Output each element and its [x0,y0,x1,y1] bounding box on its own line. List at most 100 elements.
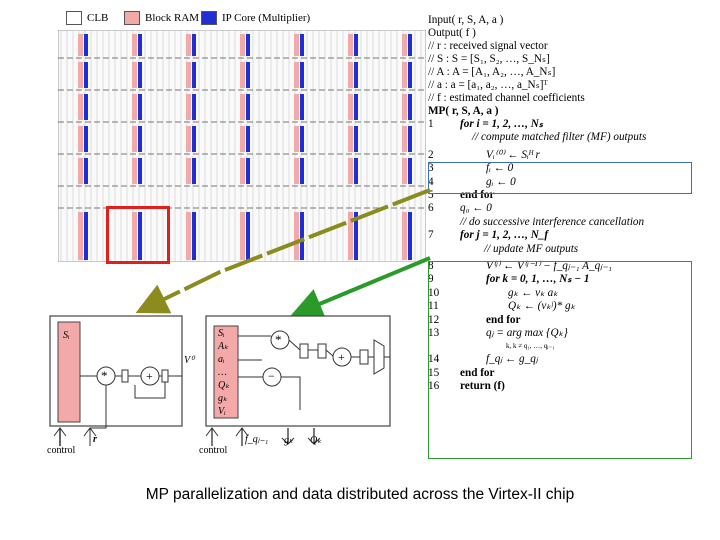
block-ram-cell [78,94,83,120]
line-text: Vᵢ⁽⁰⁾ ← Sᵢᴴ r [486,148,540,161]
hw-right-multiplier: * [275,332,282,347]
line-number: 6 [428,202,434,215]
hw-left-r-label: r [93,434,97,445]
multiplier-cell [84,62,88,88]
block-ram-cell [294,212,299,260]
block-ram-cell [78,126,83,152]
line-number: 14 [428,353,440,366]
multiplier-cell [354,212,358,260]
block-ram-cell [348,62,353,88]
multiplier-cell [84,34,88,56]
line-number: 1 [428,118,434,130]
multiplier-cell [246,158,250,184]
line-text: for i = 1, 2, …, Nₛ [460,118,543,130]
line-number: 8 [428,260,434,272]
hw-right-q-label: Qₖ [310,435,322,446]
line-number: 12 [428,313,440,326]
legend-label: IP Core (Multiplier) [222,12,311,24]
hw-right-register: Qₖ [218,380,230,391]
block-ram-cell [402,62,407,88]
block-ram-cell [294,126,299,152]
line-number: 7 [428,229,434,242]
line-number: 11 [428,300,439,313]
line-text: f_qⱼ ← g_qⱼ [486,353,538,366]
line-text: end for [460,366,495,379]
line-text: q₀ ← 0 [460,202,492,215]
line-text: gᵢ ← 0 [486,175,516,188]
block-ram-cell [240,158,245,184]
multiplier-cell [138,212,142,260]
multiplier-cell [84,94,88,120]
block-ram-cell [132,212,137,260]
multiplier-cell [246,126,250,152]
multiplier-cell [354,62,358,88]
block-ram-cell [240,212,245,260]
multiplier-cell [84,158,88,184]
block-ram-cell [348,94,353,120]
multiplier-cell [192,62,196,88]
multiplier-cell [138,94,142,120]
line-number: 16 [428,380,440,393]
block-ram-cell [186,34,191,56]
algorithm-header-text: // a : a = [a₁, a₂, …, a_Nₛ]ᵀ [428,79,548,91]
block-ram-cell [132,34,137,56]
block-ram-cell [78,34,83,56]
multiplier-cell [192,94,196,120]
multiplier-cell [408,158,412,184]
legend-label: CLB [87,12,109,24]
block-ram-cell [294,34,299,56]
legend-item-clb: CLB [66,11,108,25]
multiplier-cell [138,62,142,88]
multiplier-cell [138,126,142,152]
multiplier-cell [408,62,412,88]
line-text: // compute matched filter (MF) outputs [472,131,647,144]
block-ram-cell [186,94,191,120]
block-ram-cell [240,34,245,56]
block-ram-cell [294,94,299,120]
block-ram-cell [186,126,191,152]
hw-right-f-label: f_qⱼ₋₁ [245,434,269,445]
ip-core-swatch-icon [201,11,217,25]
block-ram-cell [186,212,191,260]
line-number: 15 [428,366,440,379]
multiplier-cell [300,158,304,184]
line-text: k, k ≠ q₁, …, qⱼ₋₁ [506,342,555,351]
block-ram-cell [78,62,83,88]
block-ram-cell [402,34,407,56]
multiplier-cell [408,126,412,152]
block-ram-cell [294,62,299,88]
multiplier-cell [354,126,358,152]
line-text: // do successive interference cancellati… [460,215,645,228]
block-ram-cell [78,158,83,184]
olive-arrow [135,188,431,314]
block-ram-cell [78,212,83,260]
hw-left-adder: + [146,369,153,383]
line-text: // update MF outputs [484,242,579,255]
algorithm-header-text: Output( f ) [428,27,476,39]
algorithm-header-text: // S : S = [S₁, S₂, …, S_Nₛ] [428,53,550,65]
multiplier-cell [408,94,412,120]
hw-right-control-label: control [199,445,228,456]
block-ram-cell [348,158,353,184]
block-ram-cell [348,212,353,260]
block-ram-cell [186,62,191,88]
hw-left-control-label: control [47,445,76,456]
block-ram-cell [402,158,407,184]
line-number: 3 [428,162,434,175]
algorithm-header-text: // r : received signal vector [428,40,548,52]
hw-right-register: … [218,367,227,378]
legend-item-block-ram: Block RAM [124,11,199,25]
algorithm-header-text: // A : A = [A₁, A₂, …, A_Nₛ] [428,66,556,78]
line-text: end for [460,189,495,201]
block-ram-cell [294,158,299,184]
block-ram-cell [132,126,137,152]
multiplier-cell [300,62,304,88]
block-ram-cell [240,126,245,152]
line-text: fᵢ ← 0 [486,162,514,175]
line-number: 4 [428,175,434,188]
multiplier-cell [354,158,358,184]
line-text: gₖ ← vₖ aₖ [508,286,559,299]
block-ram-cell [240,94,245,120]
